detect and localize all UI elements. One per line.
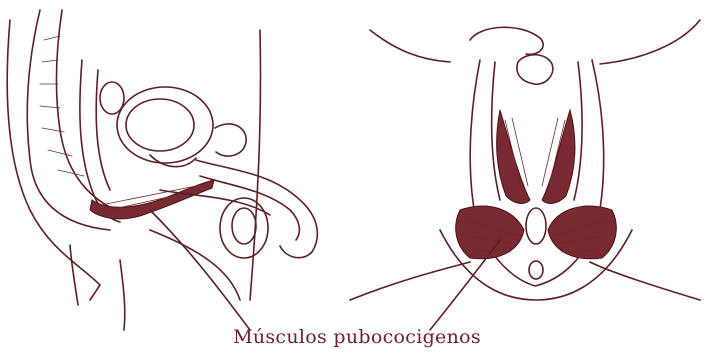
figure-caption: Músculos pubococigenos — [0, 326, 714, 348]
female-perineal-view — [350, 20, 700, 300]
male-sagittal-view — [7, 10, 317, 330]
label-leader-lines — [150, 210, 500, 330]
